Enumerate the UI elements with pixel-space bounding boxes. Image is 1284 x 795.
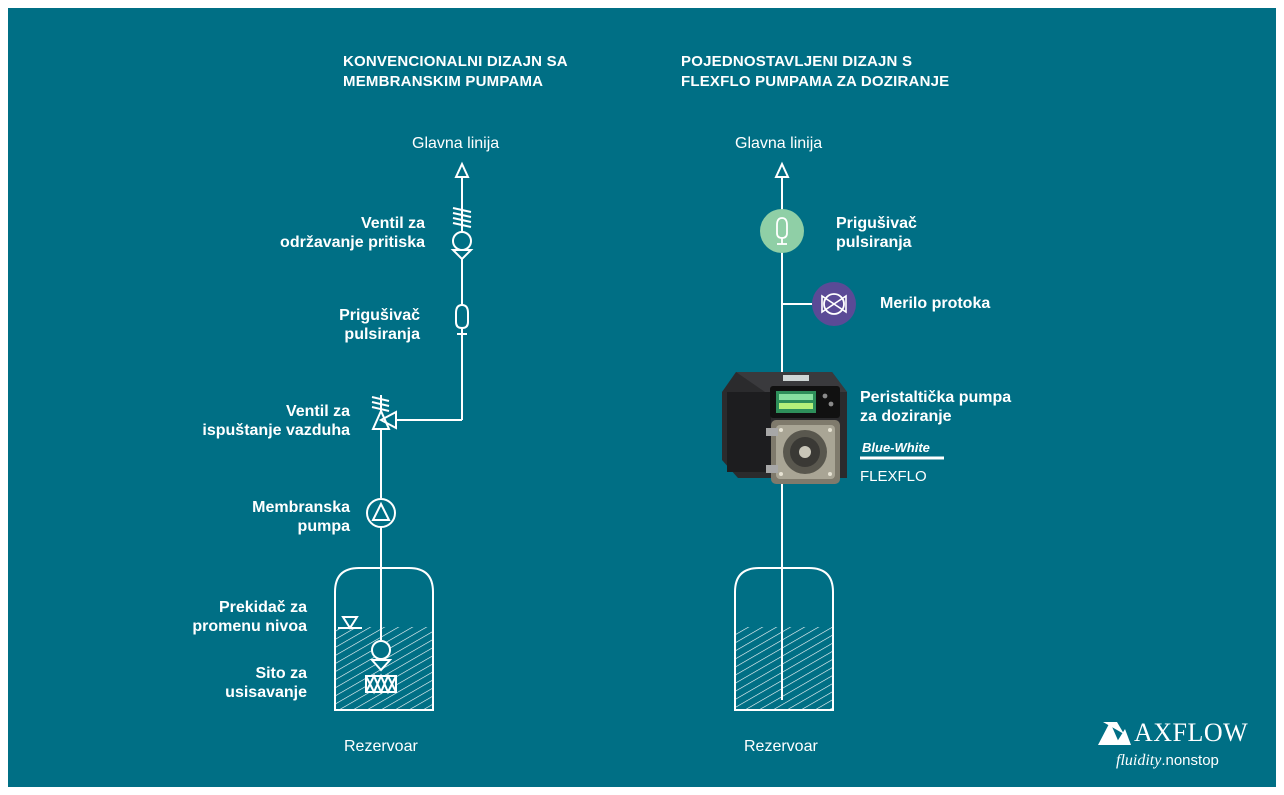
level-switch-icon <box>338 616 362 630</box>
right-pulsation-damper-label: Prigušivač pulsiranja <box>836 215 917 251</box>
level-switch-label: Prekidač za promenu nivoa <box>192 599 307 635</box>
axflow-logo-icon <box>1098 722 1131 745</box>
right-heading: POJEDNOSTAVLJENI DIZAJN S FLEXFLO PUMPAM… <box>681 53 950 90</box>
left-tank-label: Rezervoar <box>344 738 418 755</box>
main-line-arrow-icon <box>774 161 790 178</box>
product-label: FLEXFLO <box>860 468 927 485</box>
axflow-tagline: fluidity.nonstop <box>1116 752 1266 770</box>
right-main-line-label: Glavna linija <box>735 135 823 152</box>
foot-valve-icon <box>369 640 393 672</box>
left-pulsation-damper-label: Prigušivač pulsiranja <box>339 307 420 343</box>
diaphragm-pump-icon <box>366 498 396 528</box>
right-tank-label: Rezervoar <box>744 738 818 755</box>
flow-meter-label: Merilo protoka <box>880 295 991 312</box>
right-diagram <box>734 161 856 711</box>
left-heading: KONVENCIONALNI DIZAJN SA MEMBRANSKIM PUM… <box>343 53 568 90</box>
diagram-panel <box>8 8 1276 787</box>
suction-strainer-icon <box>365 673 397 695</box>
flexflo-pump-image <box>722 372 847 484</box>
pulsation-damper-icon <box>455 303 469 335</box>
axflow-logo-text: AXFLOW <box>1134 718 1249 747</box>
pressure-valve-label: Ventil za održavanje pritiska <box>280 215 425 251</box>
peristaltic-pump-label: Peristaltička pumpa za doziranje <box>860 389 1012 425</box>
diaphragm-pump-label: Membranska pumpa <box>252 499 350 535</box>
main-line-arrow-icon <box>454 161 470 178</box>
brand-label: Blue-White <box>862 440 930 455</box>
air-release-valve-label: Ventil za ispuštanje vazduha <box>202 403 350 439</box>
pulsation-damper-icon <box>760 209 804 253</box>
tagline-italic: fluidity <box>1116 752 1162 769</box>
flow-meter-icon <box>812 282 856 326</box>
pressure-valve-icon <box>450 207 474 261</box>
left-diagram <box>334 161 474 711</box>
air-release-valve-icon <box>371 395 397 430</box>
left-main-line-label: Glavna linija <box>412 135 500 152</box>
suction-strainer-label: Sito za usisavanje <box>225 665 307 701</box>
tank-right-icon <box>734 567 834 711</box>
tagline-rest: .nonstop <box>1161 752 1219 769</box>
